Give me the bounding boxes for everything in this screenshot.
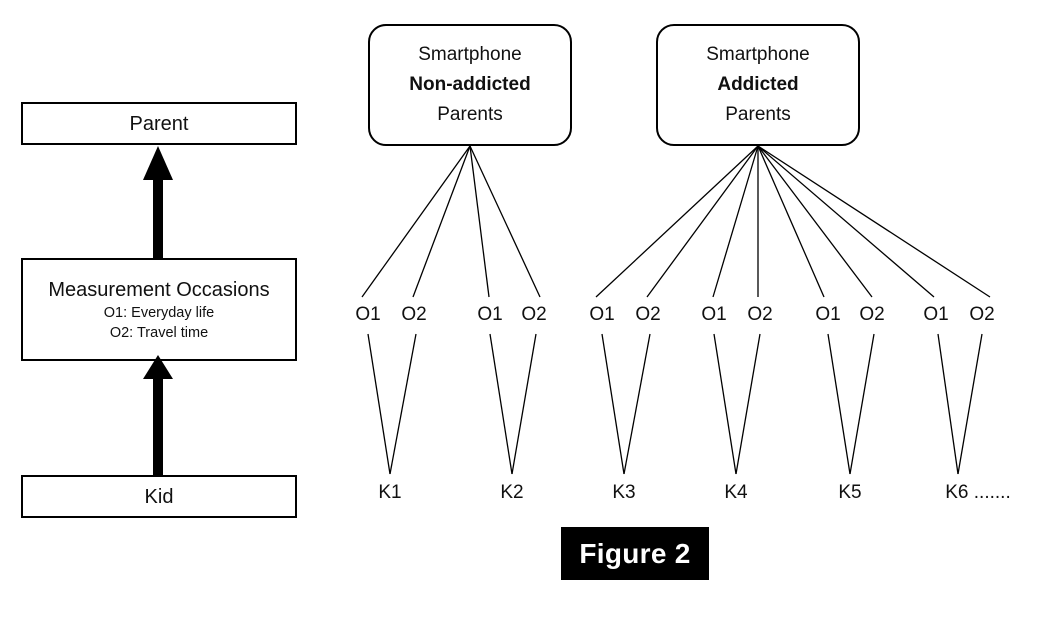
kid-label-k1: K1 bbox=[378, 482, 402, 503]
group-addicted-line3: Parents bbox=[725, 104, 791, 125]
kid-label-k4: K4 bbox=[724, 482, 748, 503]
kid-label-k5: K5 bbox=[838, 482, 862, 503]
occasion-label-g4-o2: O2 bbox=[747, 304, 773, 325]
level-box-kid-title: Kid bbox=[144, 485, 174, 508]
arrow-kid-to-measurement bbox=[143, 355, 173, 475]
occasion-label-g5-o1: O1 bbox=[815, 304, 841, 325]
level-box-parent: Parent bbox=[21, 102, 297, 145]
v-connectors-occasions-to-kids bbox=[367, 333, 983, 475]
group-non-addicted-line3: Parents bbox=[437, 104, 503, 125]
level-box-kid: Kid bbox=[21, 475, 297, 518]
occasion-label-g1-o1: O1 bbox=[355, 304, 381, 325]
group-addicted-line2: Addicted bbox=[717, 74, 799, 95]
group-non-addicted-line1: Smartphone bbox=[418, 44, 522, 65]
figure-caption: Figure 2 bbox=[561, 527, 709, 580]
measurement-occasion-o1: O1: Everyday life bbox=[103, 304, 215, 321]
occasion-label-g4-o1: O1 bbox=[701, 304, 727, 325]
level-box-measurement-occasions: Measurement Occasions O1: Everyday life … bbox=[21, 258, 297, 361]
fan-non-addicted-to-occasions bbox=[361, 145, 541, 298]
occasion-label-g5-o2: O2 bbox=[859, 304, 885, 325]
arrow-measurement-to-parent bbox=[143, 146, 173, 258]
level-box-measurement-title: Measurement Occasions bbox=[48, 278, 270, 301]
level-box-parent-title: Parent bbox=[129, 112, 189, 135]
group-non-addicted-line2: Non-addicted bbox=[409, 74, 531, 95]
occasion-label-g3-o1: O1 bbox=[589, 304, 615, 325]
kid-label-k6: K6 ....... bbox=[945, 482, 1011, 503]
group-addicted-line1: Smartphone bbox=[706, 44, 810, 65]
occasion-label-g6-o2: O2 bbox=[969, 304, 995, 325]
group-box-addicted-parents: Smartphone Addicted Parents bbox=[656, 24, 860, 146]
occasion-label-g3-o2: O2 bbox=[635, 304, 661, 325]
kid-label-k2: K2 bbox=[500, 482, 524, 503]
fan-addicted-to-occasions bbox=[595, 145, 991, 298]
occasion-label-g1-o2: O2 bbox=[401, 304, 427, 325]
measurement-occasion-o2: O2: Travel time bbox=[109, 324, 209, 341]
occasion-label-g6-o1: O1 bbox=[923, 304, 949, 325]
occasion-label-g2-o1: O1 bbox=[477, 304, 503, 325]
kid-label-k3: K3 bbox=[612, 482, 636, 503]
occasion-label-g2-o2: O2 bbox=[521, 304, 547, 325]
group-box-non-addicted-parents: Smartphone Non-addicted Parents bbox=[368, 24, 572, 146]
